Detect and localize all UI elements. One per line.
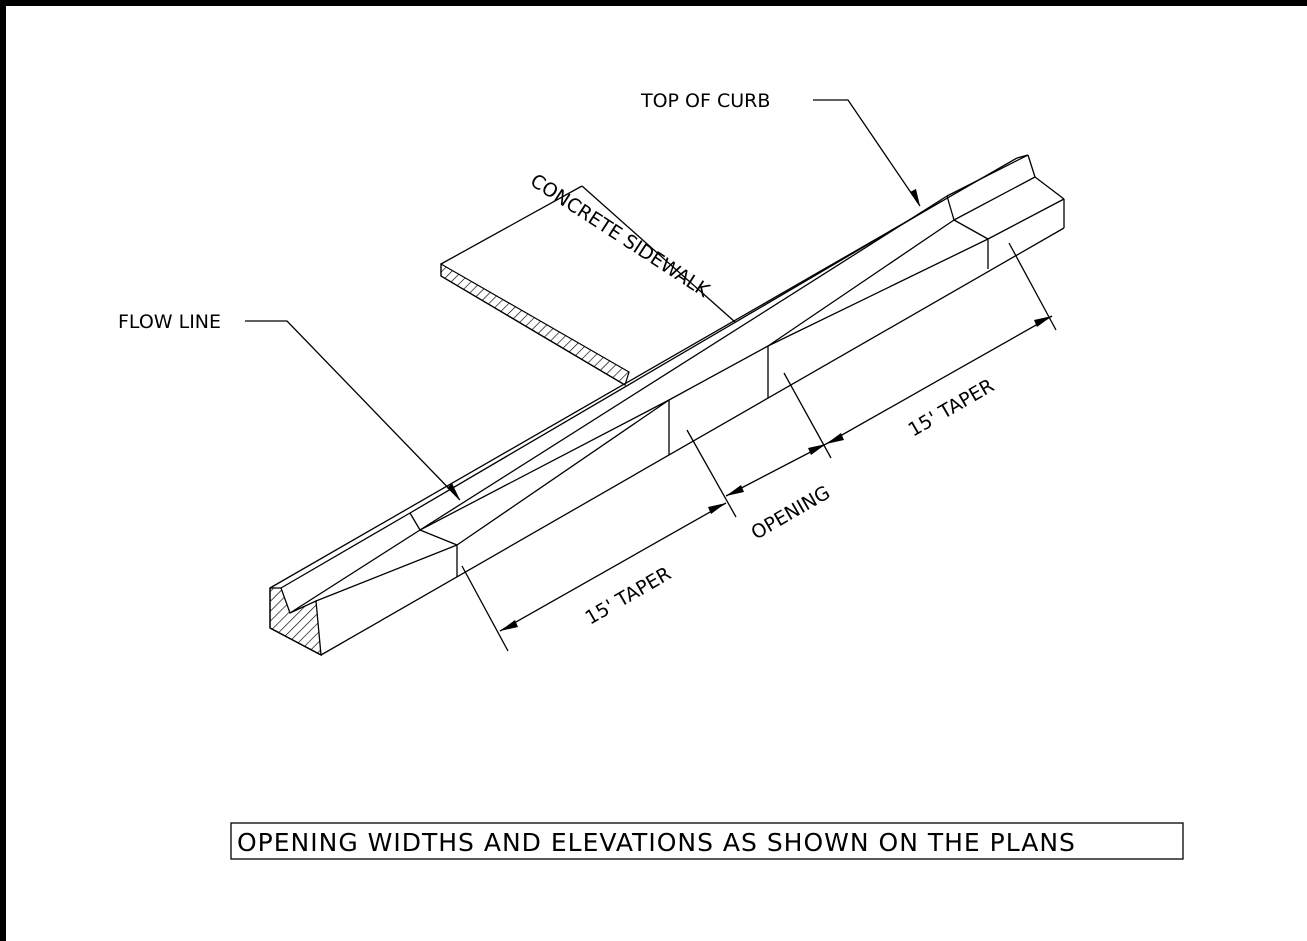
taper-lower-dimension-line	[499, 502, 727, 632]
leader-lines	[245, 99, 921, 501]
concrete-sidewalk-slab	[440, 185, 736, 386]
concrete-sidewalk-label: CONCRETE SIDEWALK	[526, 170, 713, 302]
taper-lower-label: 15' TAPER	[582, 563, 675, 630]
dimension-extension-lines	[461, 242, 1057, 652]
dimension-lines	[499, 315, 1053, 632]
opening-label: OPENING	[748, 482, 834, 545]
opening-dimension-line	[725, 443, 827, 497]
note-text: OPENING WIDTHS AND ELEVATIONS AS SHOWN O…	[237, 828, 1076, 857]
curb-and-gutter	[269, 154, 1065, 657]
note-box	[230, 822, 1184, 860]
flow-line-label: FLOW LINE	[118, 311, 221, 333]
top-of-curb-label: TOP OF CURB	[640, 90, 770, 112]
taper-upper-label: 15' TAPER	[905, 375, 998, 442]
taper-upper-dimension-line	[825, 315, 1053, 445]
